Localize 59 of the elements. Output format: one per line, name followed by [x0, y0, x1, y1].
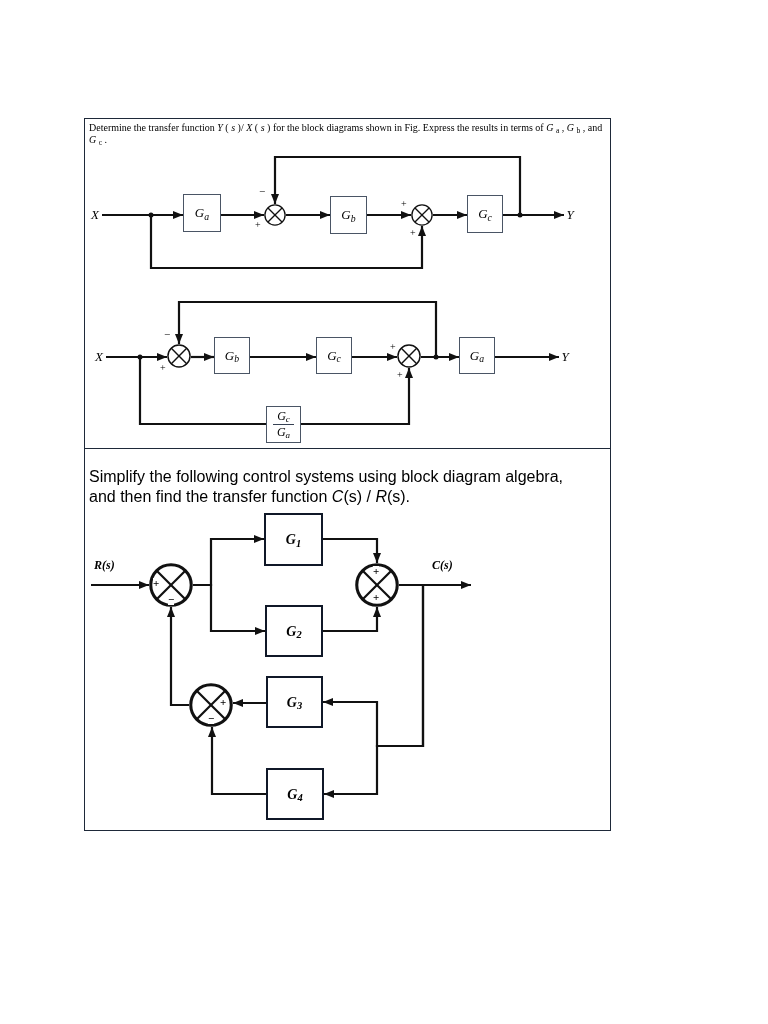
arrow [208, 727, 266, 796]
signal-label: Y [559, 348, 571, 366]
arrow [433, 211, 467, 219]
transfer-block: G$_{c}$ [467, 195, 503, 233]
transfer-block: G$_{2}$ [265, 605, 323, 657]
summing-junction [397, 344, 421, 368]
arrow [191, 353, 214, 361]
arrow [102, 213, 426, 270]
arrow [323, 537, 381, 563]
signal-label: X [92, 348, 106, 366]
transfer-block: G$_{b}$ [214, 337, 250, 374]
sign-label: + [390, 342, 396, 352]
signal-label: C(s) [432, 559, 453, 571]
arrow [301, 368, 413, 426]
sign-label: + [373, 566, 380, 577]
sign-label: + [397, 370, 403, 380]
sign-label: + [373, 592, 380, 603]
transfer-block: G$_{a}$ [459, 337, 495, 374]
sign-label: + [255, 220, 261, 230]
arrow [367, 211, 411, 219]
sign-label: + [410, 228, 416, 238]
transfer-block: G$_{b}$ [330, 196, 367, 234]
arrow [323, 607, 381, 633]
summing-junction [167, 344, 191, 368]
transfer-block: G$_{a}$ [183, 194, 221, 232]
summing-junction [149, 563, 193, 607]
arrow [167, 607, 189, 707]
question-text: Simplify the following control systems using block diagram algebra, and then find the transfer function C(s) / R(s). [89, 467, 564, 507]
summing-junction [355, 563, 399, 607]
arrow [495, 353, 559, 361]
transfer-block: G$_{4}$ [266, 768, 324, 820]
arrow [193, 583, 265, 635]
connector-line [106, 355, 266, 426]
arrow [250, 353, 316, 361]
arrow [271, 155, 522, 217]
sign-label: + [220, 697, 227, 708]
signal-label: Y [564, 206, 576, 224]
arrow [233, 699, 266, 707]
transfer-block: G$_{1}$ [264, 513, 323, 566]
sign-label: + [401, 199, 407, 209]
summing-junction [264, 204, 286, 226]
sign-label: − [164, 329, 171, 340]
summing-junction [411, 204, 433, 226]
arrow [324, 583, 425, 798]
sign-label: + [153, 578, 160, 589]
arrow [175, 300, 438, 359]
summing-junction [189, 683, 233, 727]
transfer-block: G$_{3}$ [266, 676, 323, 728]
arrow [286, 211, 330, 219]
sign-label: + [160, 363, 166, 373]
transfer-block: G$_{c}$ G$_{a}$ [266, 406, 301, 443]
signal-label: R(s) [94, 559, 115, 571]
arrow [221, 211, 264, 219]
question-text: Determine the transfer function Y ( s )/ X ( s ) for the block diagrams shown in Fig. Express the results in terms of G $_{a}$ , G $_{b}$ , and G $_{c}$ . [89, 122, 604, 146]
sign-label: − [259, 186, 266, 197]
transfer-block: G$_{c}$ [316, 337, 352, 374]
arrow [352, 353, 397, 361]
arrow [91, 581, 149, 589]
signal-label: X [88, 206, 102, 224]
